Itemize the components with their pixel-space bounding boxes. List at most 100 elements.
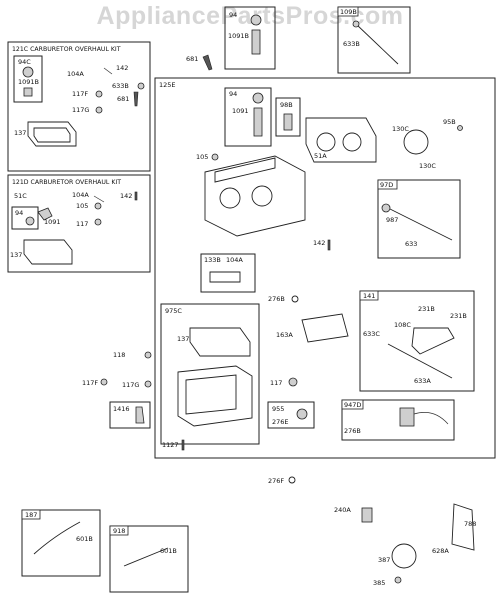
part-float-bowl-inner <box>185 374 237 415</box>
part-117f-icon <box>95 90 103 98</box>
tag-97d <box>377 179 398 190</box>
label-117-d: 117 <box>76 220 88 228</box>
part-117f-main-icon <box>100 378 108 386</box>
kit-121c-box <box>7 41 151 172</box>
part-276b-icon <box>291 295 299 303</box>
label-633b-top: 633B <box>343 40 360 48</box>
label-918: 918 <box>113 527 125 535</box>
label-633c: 633C <box>363 330 380 338</box>
tag-141 <box>359 290 379 301</box>
part-98b-icon <box>283 113 293 131</box>
label-137-main: 137 <box>177 335 189 343</box>
kit-94c-subbox <box>13 55 43 103</box>
kit-121d-title: 121D CARBURETOR OVERHAUL KIT <box>12 179 121 186</box>
part-94c-icon <box>22 66 34 78</box>
part-163a-gasket <box>301 313 349 343</box>
part-385-icon <box>394 576 402 584</box>
part-51a-hole-2 <box>342 132 362 152</box>
box-947d <box>341 399 455 441</box>
part-108c-bracket <box>411 327 455 355</box>
part-240a-filter <box>361 507 373 523</box>
label-130c-1: 130C <box>392 125 409 133</box>
label-231b-1: 231B <box>418 305 435 313</box>
part-137-main-gasket <box>189 327 251 357</box>
box-98b <box>275 97 301 137</box>
part-51a-hole-1 <box>316 132 336 152</box>
label-987: 987 <box>386 216 398 224</box>
top-94-group: 94 1091B 681 <box>186 6 276 71</box>
label-633a: 633A <box>414 377 431 385</box>
part-97d-shaft <box>383 205 453 241</box>
label-104a-d: 104A <box>72 191 89 199</box>
part-955-icon <box>296 408 308 420</box>
label-955: 955 <box>272 405 284 413</box>
label-187: 187 <box>25 511 37 519</box>
part-1416-icon <box>135 406 145 424</box>
tag-187 <box>21 509 41 520</box>
label-681-c: 681 <box>117 95 129 103</box>
label-1091-main: 1091 <box>232 107 249 115</box>
label-97d: 97D <box>380 181 393 189</box>
label-117f-main: 117F <box>82 379 98 387</box>
label-130c-2: 130C <box>419 162 436 170</box>
label-142-d: 142 <box>120 192 132 200</box>
box-94-main <box>224 87 272 147</box>
part-105-main-icon <box>211 153 219 161</box>
label-601b-1: 601B <box>76 535 93 543</box>
part-105-d-icon <box>94 202 102 210</box>
box-141 <box>359 290 475 392</box>
kit-121d-group: 121D CARBURETOR OVERHAUL KIT 51C 104A 14… <box>7 174 151 273</box>
label-137-c: 137 <box>14 129 26 137</box>
part-117-main-icon <box>288 377 298 387</box>
group-109b: 109B 633B <box>337 6 411 74</box>
label-947d: 947D <box>344 401 361 409</box>
label-98b: 98B <box>280 101 293 109</box>
part-carburetor-body <box>204 155 306 237</box>
part-117g-icon <box>95 106 103 114</box>
label-104a-main: 104A <box>226 256 243 264</box>
left-side-parts: 118 117F 117G 1416 <box>82 351 152 429</box>
part-947d-solenoid <box>399 407 415 427</box>
tag-109b <box>337 6 359 17</box>
part-947d-wire <box>413 412 449 425</box>
part-1091-main-icon <box>253 107 263 137</box>
part-633a-rod <box>387 343 453 379</box>
carb-bore-2 <box>251 185 273 207</box>
part-681-top-icon <box>202 54 213 71</box>
part-187-hose <box>33 521 81 555</box>
label-276e: 276E <box>272 418 289 426</box>
part-142-d-icon <box>134 191 138 201</box>
label-142-c: 142 <box>116 64 128 72</box>
part-387-pump <box>391 543 417 569</box>
kit-94-subbox <box>11 206 39 230</box>
top-94-box <box>224 6 276 70</box>
label-94-top: 94 <box>229 11 237 19</box>
part-109b-end <box>352 20 360 28</box>
box-975c <box>160 303 260 445</box>
part-137-gasket-inner <box>33 127 71 143</box>
label-94c: 94C <box>18 58 31 66</box>
label-240a: 240A <box>334 506 351 514</box>
label-51c: 51C <box>14 192 27 200</box>
part-118-icon <box>144 351 152 359</box>
part-104a-d-icon <box>93 195 105 203</box>
label-601b-2: 601B <box>160 547 177 555</box>
part-1127-icon <box>181 439 185 451</box>
label-117-main: 117 <box>270 379 282 387</box>
label-118: 118 <box>113 351 125 359</box>
label-385: 385 <box>373 579 385 587</box>
main-125e-group: 125E 94 1091 98B 105 51A 130C 95B 130C 9… <box>154 77 496 459</box>
box-97d <box>377 179 461 259</box>
label-276f: 276F <box>268 477 284 485</box>
part-137-gasket-icon <box>27 121 77 147</box>
part-51c-icon <box>37 207 53 221</box>
part-104a-icon <box>103 67 113 75</box>
label-141: 141 <box>363 292 375 300</box>
box-133b <box>200 253 256 293</box>
label-108c: 108C <box>394 321 411 329</box>
kit-121c-title: 121C CARBURETOR OVERHAUL KIT <box>12 46 121 53</box>
box-109b <box>337 6 411 74</box>
part-94-d-icon <box>25 216 35 226</box>
part-137-d-gasket-icon <box>23 239 73 265</box>
